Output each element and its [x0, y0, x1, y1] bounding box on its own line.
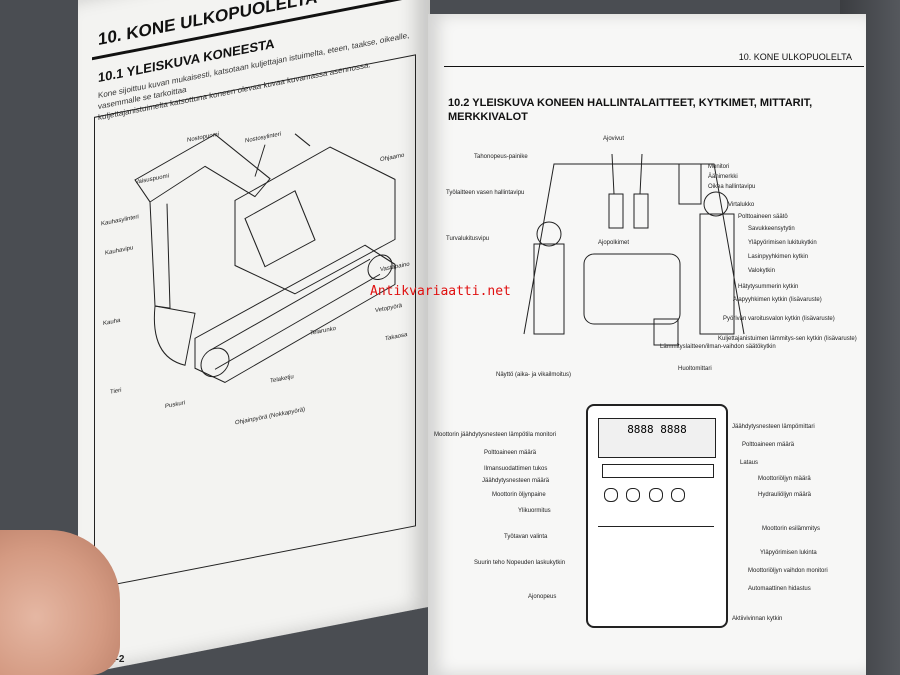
- watermark-text: Antikvariaatti.net: [370, 284, 511, 299]
- cab-label-left-4: Ajopolkimet: [598, 240, 630, 246]
- switch-area: [598, 526, 714, 617]
- cab-label-right-8: Valokytkin: [748, 268, 775, 274]
- right-page-header: 10. KONE ULKOPUOLELTA: [444, 48, 864, 67]
- cab-label-right-9: Hätytysummerin kytkin: [738, 284, 799, 290]
- cab-controls-drawing: [523, 153, 745, 346]
- cab-label-right-4: Polttoaineen säätö: [738, 214, 788, 220]
- cab-label-left-5: Lämmityslaitteen/ilman-vaihdon säätökytk…: [660, 344, 776, 350]
- right-section-title: 10.2 YLEISKUVA KONEEN HALLINTALAITTEET, …: [448, 97, 813, 123]
- mon-label-right-10: Aktiivivinnan kytkin: [732, 616, 783, 622]
- cab-label-right-2: Oikea hallintavipu: [708, 184, 756, 190]
- mon-label-left-5: Moottorin öljynpaine: [492, 492, 546, 498]
- mon-label-left-8: Suurin teho Nopeuden laskukytkin: [474, 560, 566, 566]
- mon-label-right-2: Polttoaineen määrä: [742, 442, 795, 448]
- cab-label-right-6: Yläpyörimisen lukitukytkin: [748, 240, 817, 246]
- mon-label-right-5: Hydrauliöljyn määrä: [758, 492, 812, 498]
- gauge-bar: [602, 464, 714, 478]
- cab-label-right-1: Äänimerkki: [708, 174, 738, 180]
- left-header-text: 10. KONE ULKOPUOLELTA: [98, 0, 318, 50]
- cab-label-left-0: Ajovivut: [603, 136, 625, 142]
- mon-label-right-4: Moottoriöljyn määrä: [758, 476, 811, 482]
- hand-thumb: [0, 530, 120, 675]
- mon-label-right-1: Jäähdytysnesteen lämpömittari: [732, 424, 815, 430]
- mon-label-right-6: Moottorin esilämmitys: [762, 526, 821, 532]
- indicator-row: [602, 486, 712, 516]
- mon-label-right-3: Lataus: [740, 460, 759, 466]
- mon-label-left-2: Polttoaineen määrä: [484, 450, 537, 456]
- mon-label-right-0: Huoltomittari: [678, 366, 712, 372]
- right-header-text: 10. KONE ULKOPUOLELTA: [738, 52, 852, 62]
- cab-label-left-2: Työlaitteen vasen hallintavipu: [446, 190, 525, 196]
- cab-label-right-0: Monitori: [708, 164, 730, 170]
- mon-label-left-7: Työtavan valinta: [504, 534, 548, 540]
- mon-label-left-1: Moottorin jäähdytysnesteen lämpötila mon…: [434, 432, 557, 438]
- excavator-figure: Nostopuomi Nostosylinteri Vaisuspuomi Oh…: [94, 54, 416, 589]
- mon-label-left-6: Ylikuormitus: [518, 508, 551, 514]
- excavator-drawing: [134, 133, 396, 383]
- mon-label-right-7: Yläpyörimisen lukinta: [760, 550, 817, 556]
- cab-label-left-1: Tahonopeus-painike: [474, 154, 528, 160]
- cab-label-right-3: Virtalukko: [728, 202, 755, 208]
- right-page: 10. KONE ULKOPUOLELTA 10.2 YLEISKUVA KON…: [428, 14, 866, 675]
- left-page: 10. KONE ULKOPUOLELTA 10.1 YLEISKUVA KON…: [78, 0, 430, 675]
- page-number: 2-2: [110, 654, 125, 665]
- monitor-panel: 8888 8888: [586, 404, 728, 628]
- cab-label-left-3: Turvalukitusvipu: [446, 236, 490, 242]
- mon-label-right-8: Moottoriöljyn vaihdon monitori: [748, 568, 828, 574]
- mon-label-right-9: Automaattinen hidastus: [748, 586, 811, 592]
- mon-label-left-4: Jäähdytysnesteen määrä: [482, 478, 550, 484]
- monitor-display: 8888 8888: [598, 418, 716, 458]
- cab-label-right-10: Alapyyhkimen kytkin (lisävaruste): [733, 297, 822, 303]
- cab-label-right-7: Lasinpyyhkimen kytkin: [748, 254, 809, 260]
- cab-label-right-11: Pyörivän varoitusvalon kytkin (lisävarus…: [723, 316, 835, 322]
- mon-label-left-3: Ilmansuodattimen tukos: [484, 466, 548, 472]
- cab-label-right-5: Savukkeensytytin: [748, 226, 795, 232]
- cab-label-right-12: Kuljettajanistuimen lämmitys-sen kytkin …: [718, 336, 857, 342]
- mon-label-left-9: Ajonopeus: [528, 594, 557, 600]
- mon-label-left-0: Näyttö (aika- ja vikailmoitus): [496, 372, 572, 378]
